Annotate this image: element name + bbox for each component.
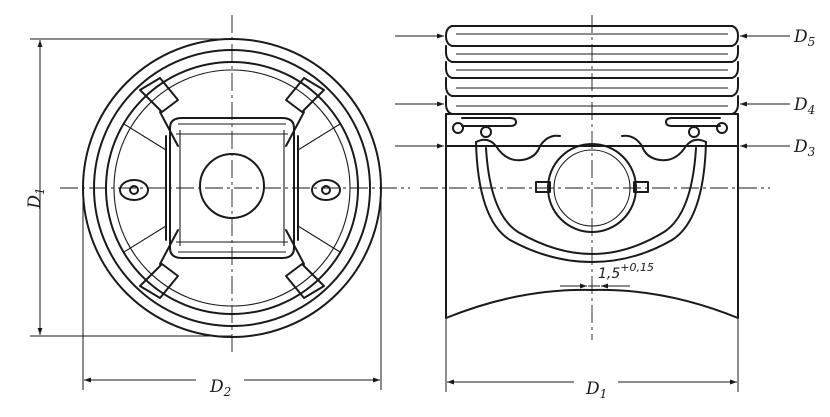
- dimension-d1-horizontal: D1: [445, 318, 739, 401]
- dimension-d5: D5: [395, 27, 815, 49]
- oil-hole-left: [119, 179, 149, 201]
- top-view: D1 D2: [25, 15, 410, 399]
- d5-label: D5: [793, 27, 815, 49]
- tolerance-label: 1,5+0,15: [598, 261, 654, 282]
- oil-hole-right: [311, 179, 341, 201]
- side-view: D5 D4 D3 1,5+0,15 D1: [395, 15, 816, 401]
- dimension-d4: D4: [395, 95, 815, 117]
- d1-side-view-label: D1: [585, 379, 607, 401]
- inner-bowl: [475, 141, 707, 263]
- dimension-d1-vertical: D1: [25, 38, 232, 337]
- oil-ring-slots: [452, 117, 728, 138]
- tolerance-callout: 1,5+0,15: [560, 261, 654, 289]
- d4-label: D4: [793, 95, 815, 117]
- dimension-d3: D3: [395, 137, 816, 159]
- d2-label: D2: [209, 377, 231, 399]
- d1-top-view-label: D1: [25, 187, 47, 209]
- dimension-d2: D2: [82, 188, 382, 399]
- d3-label: D3: [793, 137, 816, 159]
